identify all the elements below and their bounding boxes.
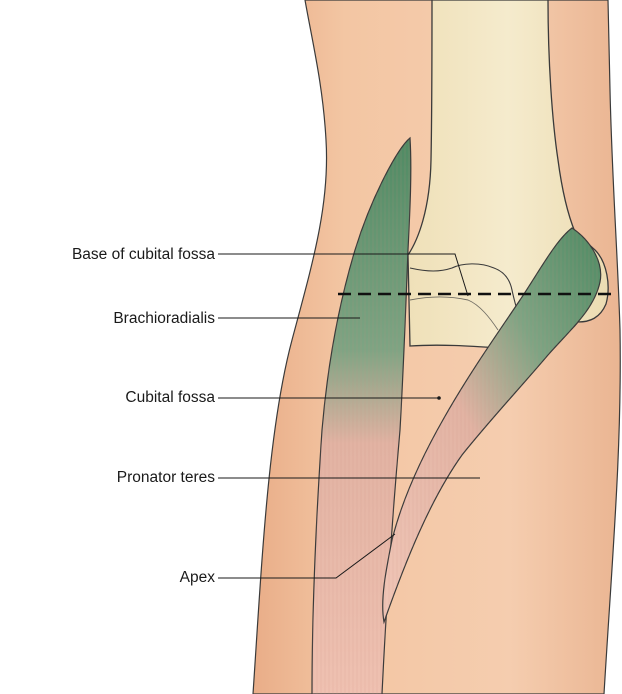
label-apex: Apex <box>180 569 215 587</box>
fossa-dot <box>437 396 441 400</box>
label-pronator-teres: Pronator teres <box>117 469 215 487</box>
label-brachioradialis: Brachioradialis <box>113 310 215 328</box>
label-cubital-fossa: Cubital fossa <box>125 389 215 407</box>
label-base-of-cubital-fossa: Base of cubital fossa <box>72 246 215 264</box>
